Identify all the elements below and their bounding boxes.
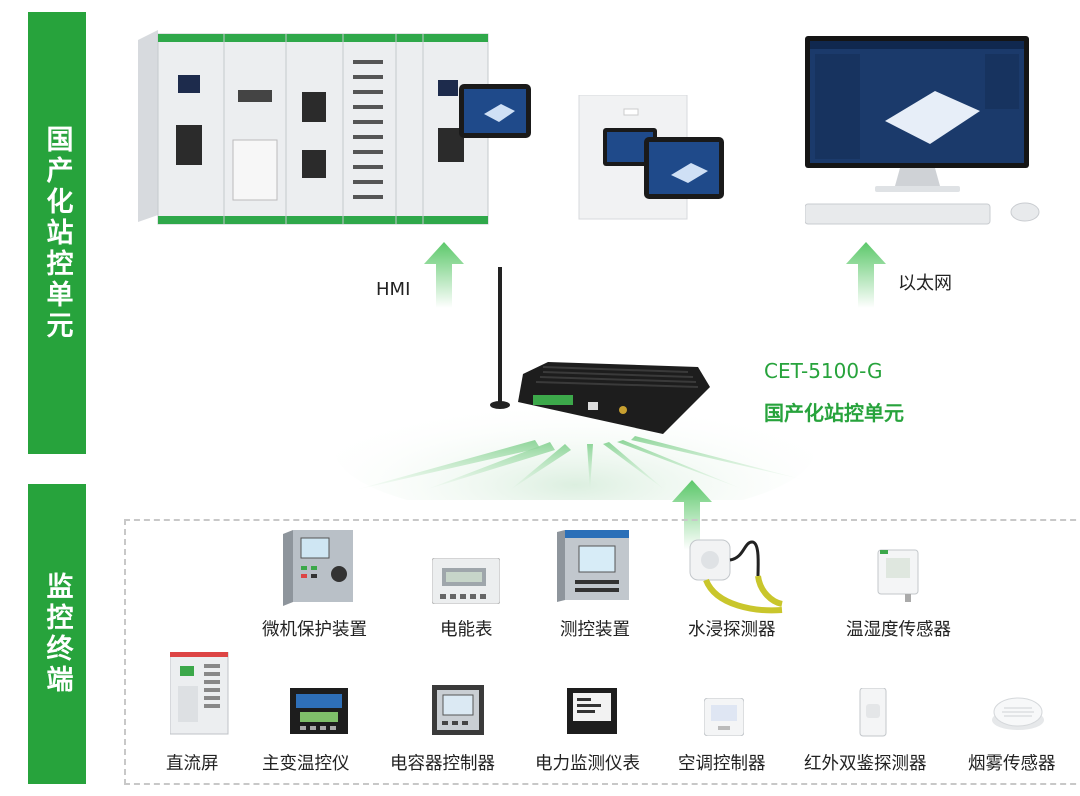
sidebar-station-control: 国产化站控单元 <box>28 12 86 454</box>
device-label-smoke-sensor: 烟雾传感器 <box>968 754 1056 774</box>
device-label-protection-relay: 微机保护装置 <box>262 620 367 640</box>
device-label-capacitor-controller: 电容器控制器 <box>390 754 495 774</box>
sidebar-bottom-label: 监控终端 <box>41 572 73 696</box>
device-label-infrared-detector: 红外双鉴探测器 <box>804 754 927 774</box>
desktop-computer-icon <box>805 36 1045 226</box>
protection-relay-icon <box>283 530 355 606</box>
ethernet-label: 以太网 <box>898 273 952 294</box>
smoke-sensor-icon <box>990 694 1046 732</box>
device-label-dc-panel: 直流屏 <box>166 754 219 774</box>
temp-humidity-sensor-icon <box>876 548 922 604</box>
device-label-ac-controller: 空调控制器 <box>678 754 766 774</box>
ac-controller-icon <box>704 698 744 736</box>
hmi-tablet-icon <box>459 84 531 138</box>
wall-panel-hmi-icon <box>576 95 726 220</box>
measure-control-icon <box>557 530 631 602</box>
water-leak-detector-icon <box>686 536 786 616</box>
device-label-measure-control: 测控装置 <box>560 620 630 640</box>
infrared-detector-icon <box>858 688 888 738</box>
capacitor-controller-icon <box>432 685 484 735</box>
device-label-water-leak: 水浸探测器 <box>688 620 776 640</box>
energy-meter-icon <box>432 558 500 604</box>
hmi-label: HMI <box>376 279 411 300</box>
gateway-glow <box>335 330 815 500</box>
device-label-temp-humidity: 温湿度传感器 <box>846 620 951 640</box>
terminal-link-arrow-icon <box>672 480 712 550</box>
hmi-link-arrow-icon <box>424 242 464 308</box>
device-label-transformer-temp: 主变温控仪 <box>262 754 350 774</box>
terminal-group-box <box>124 519 1080 785</box>
transformer-temp-controller-icon <box>290 688 348 734</box>
gateway-name-label: 国产化站控单元 <box>764 401 904 425</box>
dc-panel-icon <box>170 652 230 736</box>
gateway-device-icon <box>488 262 718 442</box>
ethernet-link-arrow-icon <box>846 242 886 308</box>
sidebar-top-label: 国产化站控单元 <box>41 124 73 342</box>
power-monitor-meter-icon <box>567 688 617 734</box>
gateway-model-label: CET-5100-G <box>764 359 883 383</box>
device-label-energy-meter: 电能表 <box>440 620 493 640</box>
switchgear-cabinet-icon <box>138 30 493 230</box>
device-label-power-monitor: 电力监测仪表 <box>535 754 640 774</box>
sidebar-monitor-terminal: 监控终端 <box>28 484 86 784</box>
